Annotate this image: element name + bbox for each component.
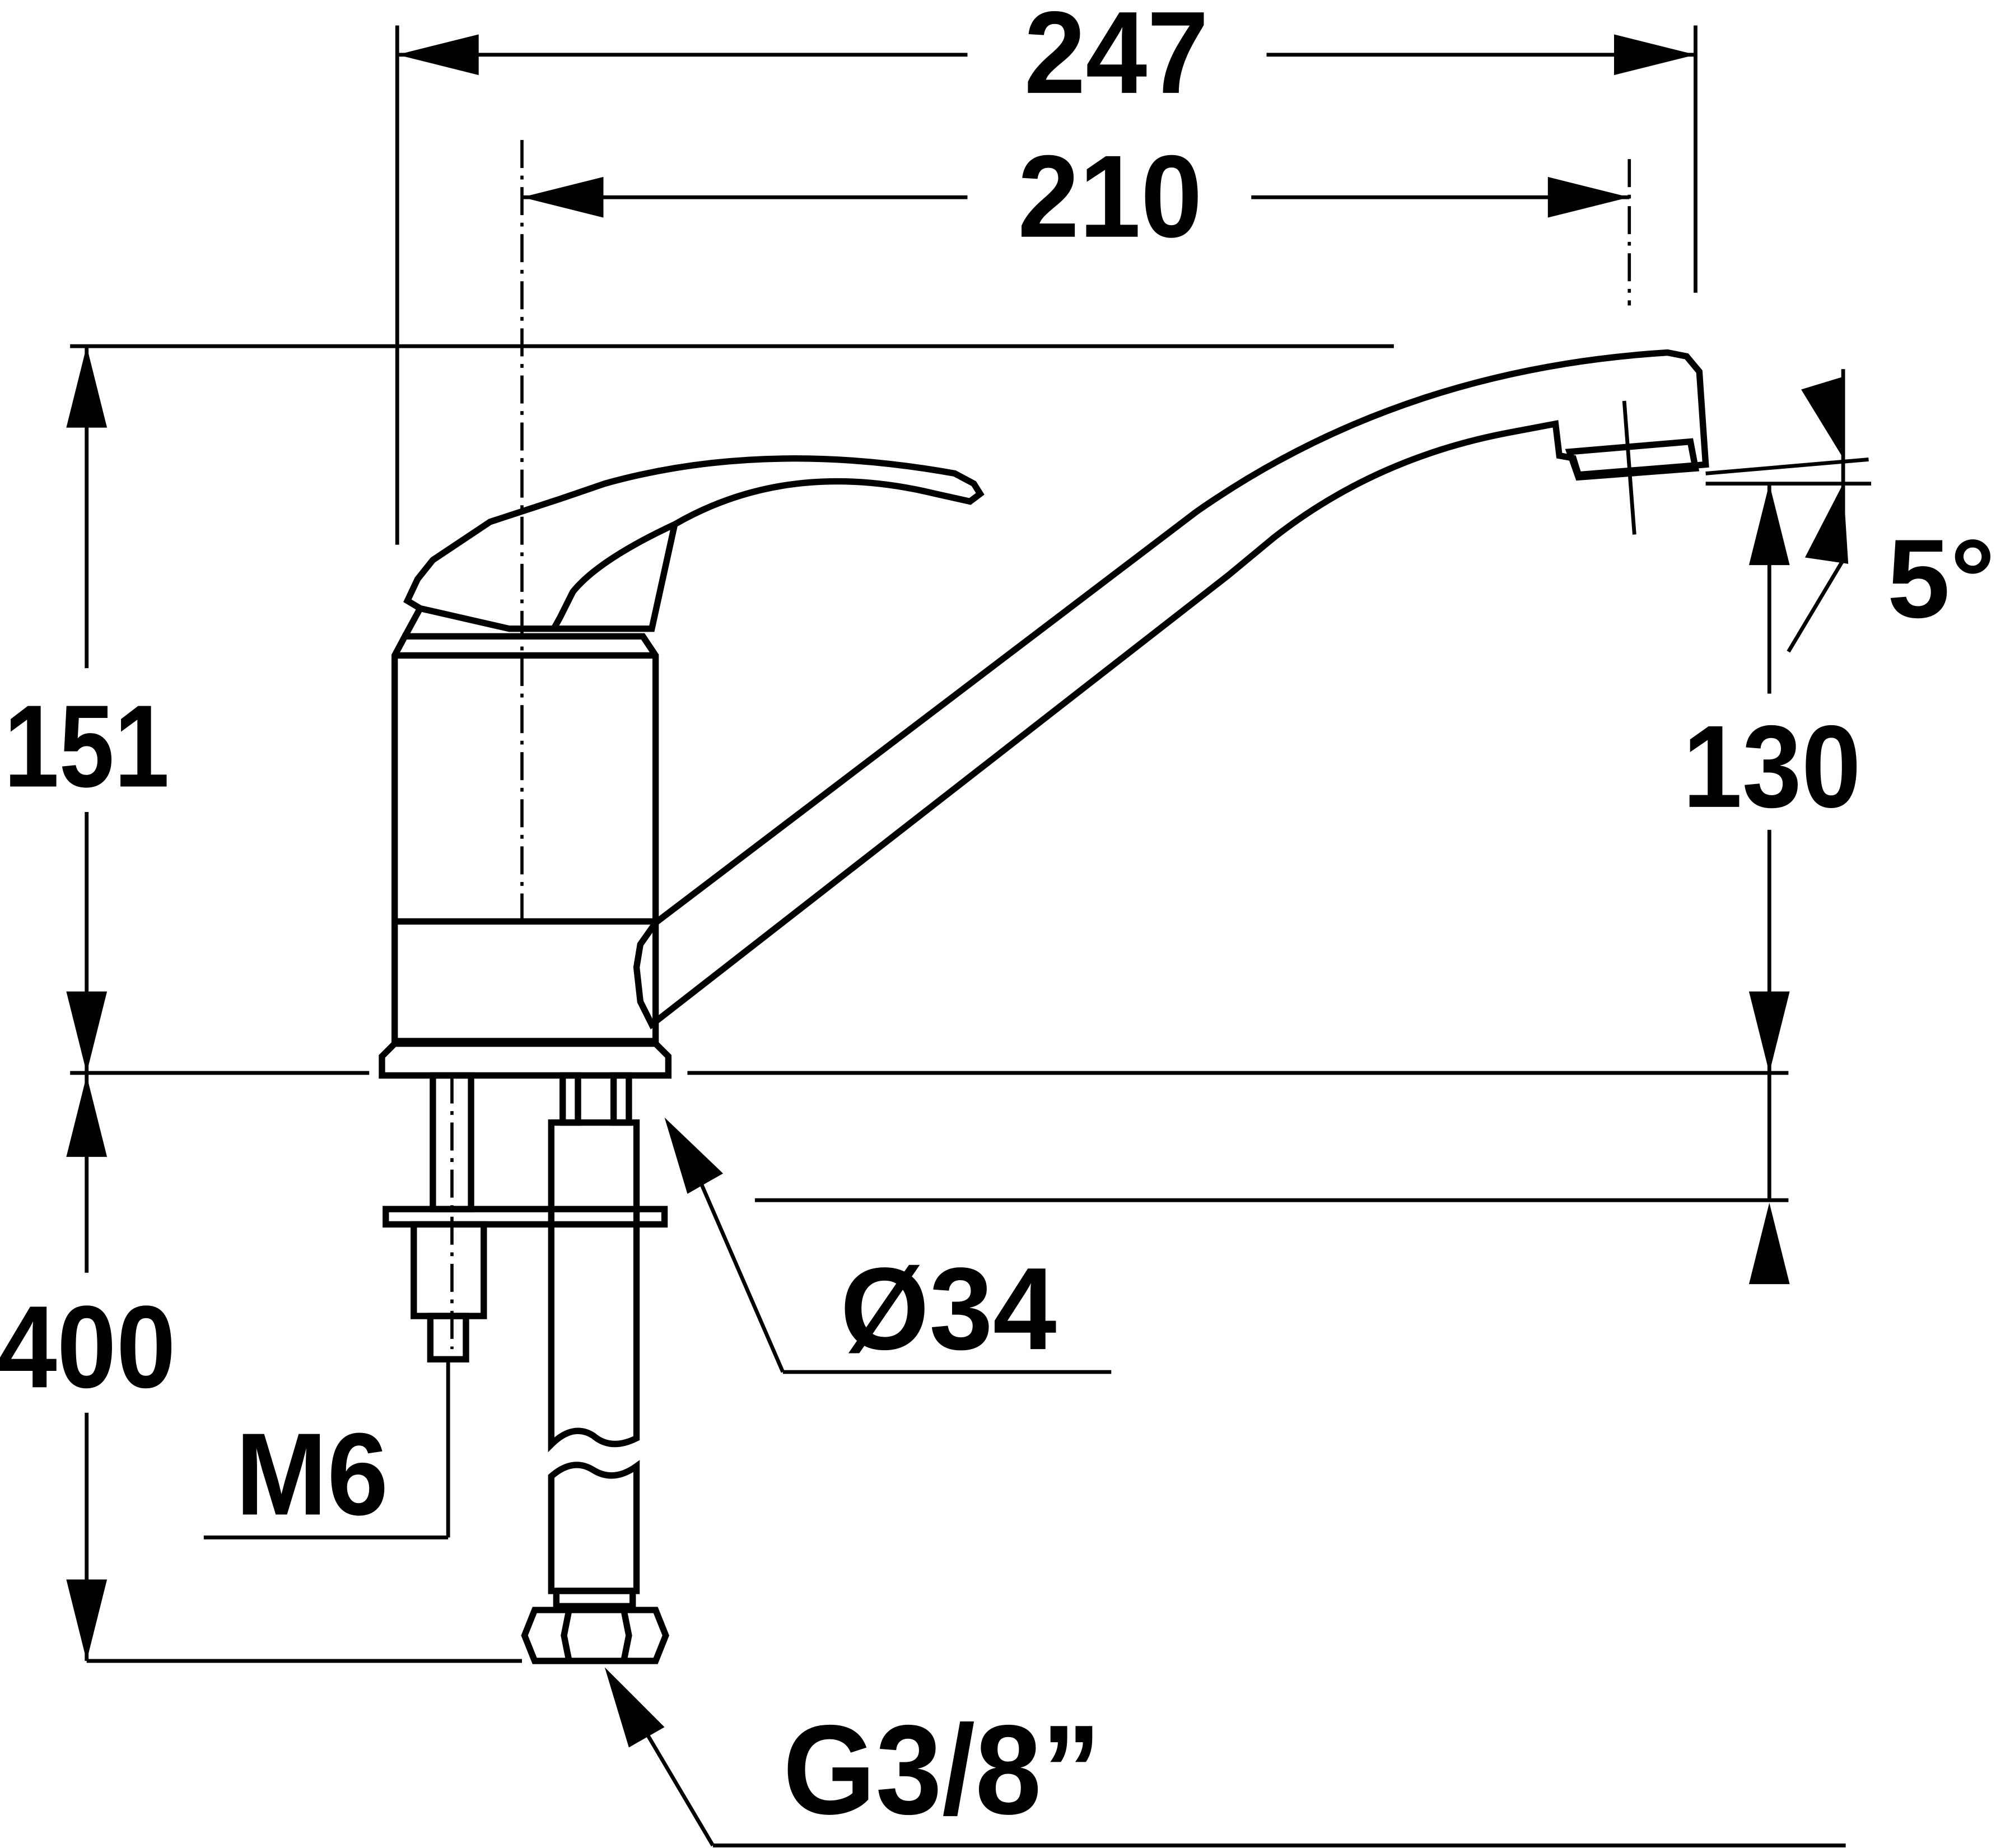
label-210: 210 <box>1018 132 1202 262</box>
mounting-stud <box>383 1072 668 1362</box>
dimension-hose-length: 400 <box>0 1072 523 1663</box>
label-130: 130 <box>1683 702 1861 832</box>
spout <box>633 349 1709 1030</box>
faucet-body <box>379 633 672 1079</box>
dimension-spout-reach: 210 <box>520 132 1631 923</box>
supply-hose <box>521 1072 669 1664</box>
dimension-outlet-angle: 5° <box>1705 369 1995 653</box>
dimension-overall-length: 247 <box>395 0 1697 545</box>
label-5-degrees: 5° <box>1887 516 1995 641</box>
lever-handle <box>402 455 985 638</box>
label-151: 151 <box>4 682 169 812</box>
dimension-outlet-height: 130 <box>754 482 1872 1285</box>
leader-mounting-hole: Ø34 <box>664 1117 1112 1374</box>
label-m6: M6 <box>236 1410 389 1540</box>
label-diameter-34: Ø34 <box>840 1244 1056 1374</box>
label-400: 400 <box>0 1282 176 1412</box>
aerator <box>1565 438 1700 481</box>
leader-connection-thread: G3/8” <box>604 1667 1846 1847</box>
label-247: 247 <box>1024 0 1209 118</box>
label-g3-8: G3/8” <box>783 1699 1101 1841</box>
leader-stud-thread: M6 <box>203 1359 450 1540</box>
dimension-height: 151 <box>4 344 1789 1075</box>
hose-nut <box>521 1607 669 1664</box>
